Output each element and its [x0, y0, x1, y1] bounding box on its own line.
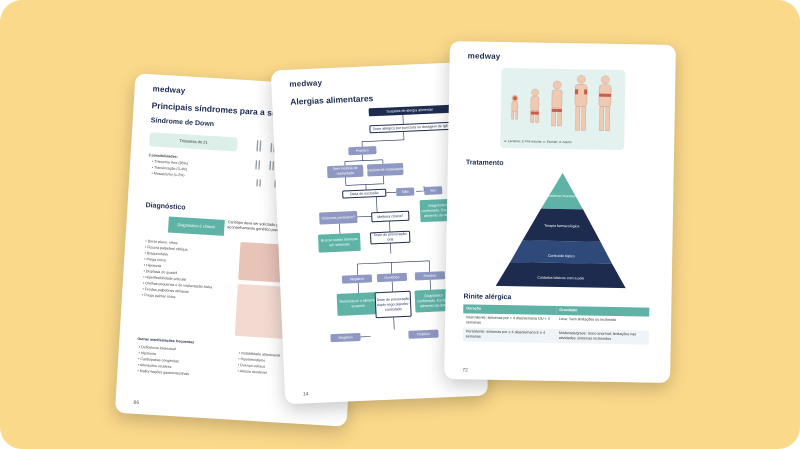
pyramid-top: Considerar imunoterapia	[544, 193, 582, 199]
pyramid-middle: Terapia farmacológica	[544, 223, 580, 229]
node-oral-challenge: Teste de provocação oral	[369, 230, 411, 245]
section-title: Síndrome de Down	[150, 117, 215, 129]
table-cell: Persistente: sintomas por ≥ 4 dias/seman…	[462, 327, 556, 343]
brand-logo: medway	[152, 84, 186, 96]
node-no-history: Sem história de reatividade	[327, 164, 364, 179]
node-history: História de reatividade	[366, 162, 404, 177]
flowchart-connectors	[339, 114, 431, 338]
node-no: Não	[396, 187, 415, 197]
trisomy-pill: Trissomia do 21	[149, 132, 238, 152]
rhinitis-table: Duração Gravidade Intermitente: sintomas…	[462, 304, 650, 345]
node-negative-2: Negativo	[330, 332, 361, 343]
page-number: 86	[133, 399, 140, 407]
node-double-blind: Teste de provocação duplo-cego placebo-c…	[374, 290, 412, 319]
page-number: 72	[462, 367, 468, 374]
page-number: 14	[302, 391, 309, 398]
node-positive: Positivo	[348, 146, 377, 156]
diagnosis-box: Diagnóstico é clínico!	[167, 216, 225, 236]
node-positive-3: Positivo	[408, 329, 439, 339]
section-title: Rinite alérgica	[463, 293, 512, 302]
table-row: Persistente: sintomas por ≥ 4 dias/seman…	[462, 327, 649, 345]
section-title: Tratamento	[465, 159, 504, 168]
node-improvement: Melhora clínica?	[371, 210, 410, 223]
manifestations-list: Deficiência intelectual Hipotonia Cardio…	[137, 344, 235, 380]
figure-caption: a: Lactente; b: Pré-escolar; c: Escolar;…	[504, 139, 572, 145]
section-title: Diagnóstico	[145, 202, 186, 212]
node-negative: Negativo	[341, 274, 373, 284]
node-search-other: Buscar outras doenças em sintomas	[318, 232, 361, 253]
body-distribution-figure	[500, 67, 626, 151]
signs-list: Dorso plano, olhos Fissura palpebral obl…	[142, 238, 235, 303]
node-yes: Sim	[424, 186, 443, 196]
treatment-pyramid	[495, 173, 626, 289]
list-item: Mosaicismo (1-2%)	[151, 170, 187, 178]
node-doubtful: Duvidoso	[376, 272, 408, 283]
possibilities-list: Trissomia livre (95%) Translocação (3-4%…	[151, 158, 188, 178]
node-symptoms-persist: Sintomas persistem?	[319, 210, 358, 225]
node-reintroduce: Reintroduzir o alimento suspeito	[336, 292, 380, 316]
body-silhouettes	[511, 75, 612, 132]
brand-logo: medway	[467, 51, 501, 61]
table-cell: Moderada/grave: Sono anormal; limitações…	[555, 328, 649, 345]
node-positive-2: Positivo	[414, 271, 446, 281]
page-food-allergy: medway Alergias alimentares Suspeita de …	[270, 61, 489, 405]
page-dermatitis: medway a: Lactente; b: Pré-escolar; c: E…	[444, 41, 676, 383]
